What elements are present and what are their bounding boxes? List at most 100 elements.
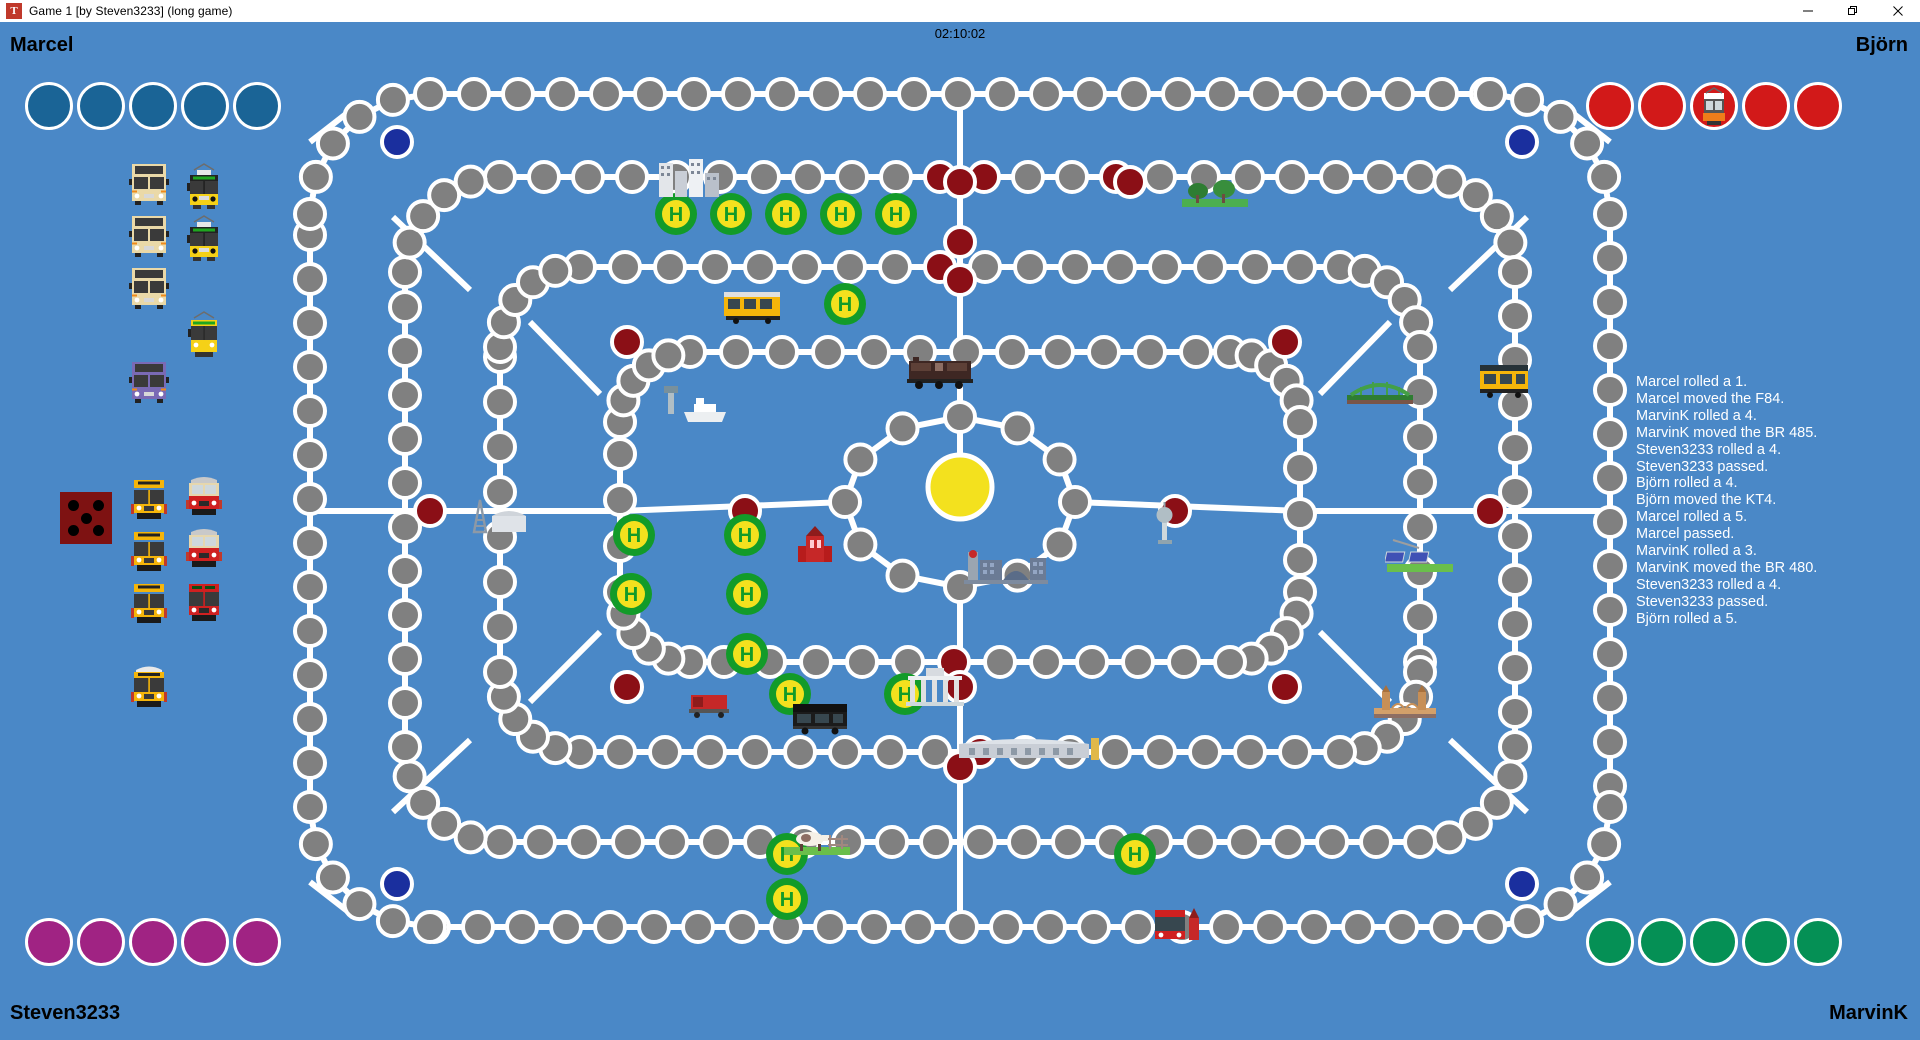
board-junction-node[interactable] (1113, 165, 1147, 199)
board-node[interactable] (918, 735, 952, 769)
board-node[interactable] (1183, 825, 1217, 859)
board-node[interactable] (1593, 329, 1627, 363)
ubahn-gi-yellow[interactable] (128, 578, 170, 626)
player-token[interactable] (1742, 82, 1790, 130)
board-node[interactable] (885, 558, 920, 593)
center-goal-node[interactable] (925, 452, 995, 522)
board-node[interactable] (1121, 910, 1155, 944)
board-node[interactable] (1498, 651, 1532, 685)
board-node[interactable] (392, 225, 427, 260)
board-node[interactable] (483, 385, 517, 419)
board-node[interactable] (593, 910, 627, 944)
board-node[interactable] (1493, 759, 1528, 794)
board-node[interactable] (835, 160, 869, 194)
board-node[interactable] (461, 910, 495, 944)
board-node[interactable] (885, 411, 920, 446)
board-node[interactable] (1148, 250, 1182, 284)
board-node[interactable] (427, 178, 462, 213)
board-node[interactable] (637, 910, 671, 944)
board-node[interactable] (1161, 77, 1195, 111)
board-node[interactable] (698, 250, 732, 284)
board-node[interactable] (941, 77, 975, 111)
board-node[interactable] (453, 820, 488, 855)
board-node[interactable] (549, 910, 583, 944)
ubahn-hk-yellow[interactable] (128, 662, 170, 710)
player-token[interactable] (77, 82, 125, 130)
board-node[interactable] (1403, 825, 1437, 859)
board-node[interactable] (615, 160, 649, 194)
board-node[interactable] (608, 250, 642, 284)
board-node[interactable] (388, 378, 422, 412)
board-node[interactable] (293, 306, 327, 340)
board-node[interactable] (963, 825, 997, 859)
board-node[interactable] (1363, 160, 1397, 194)
board-node[interactable] (1587, 827, 1622, 862)
board-node[interactable] (603, 483, 637, 517)
board-junction-node[interactable] (1473, 494, 1507, 528)
board-node[interactable] (375, 904, 410, 939)
board-node[interactable] (293, 614, 327, 648)
board-node[interactable] (1432, 164, 1467, 199)
board-node[interactable] (1271, 825, 1305, 859)
board-node[interactable] (1103, 250, 1137, 284)
board-node[interactable] (527, 160, 561, 194)
player-token[interactable] (25, 82, 73, 130)
board-node[interactable] (1058, 485, 1092, 519)
board-node[interactable] (1432, 820, 1467, 855)
board-node[interactable] (945, 910, 979, 944)
sbahn-br480-red[interactable] (183, 578, 225, 626)
minimize-button[interactable] (1785, 0, 1830, 22)
board-node[interactable] (1041, 335, 1075, 369)
board-node[interactable] (1593, 593, 1627, 627)
board-node[interactable] (611, 825, 645, 859)
board-node[interactable] (699, 825, 733, 859)
board-node[interactable] (388, 510, 422, 544)
close-button[interactable] (1875, 0, 1920, 22)
player-token[interactable] (181, 918, 229, 966)
sbahn-br475-red[interactable] (183, 474, 225, 522)
board-node[interactable] (1029, 77, 1063, 111)
board-node[interactable] (483, 475, 517, 509)
tram-gt6-yellow[interactable] (183, 310, 225, 362)
board-node[interactable] (828, 735, 862, 769)
board-node[interactable] (1593, 417, 1627, 451)
bus-single-cream[interactable] (128, 266, 170, 312)
board-node[interactable] (1359, 825, 1393, 859)
station-stop-marker[interactable]: H (766, 878, 808, 920)
board-node[interactable] (1593, 549, 1627, 583)
board-node[interactable] (1029, 645, 1063, 679)
board-node[interactable] (721, 77, 755, 111)
board-node[interactable] (293, 526, 327, 560)
board-node[interactable] (1007, 825, 1041, 859)
player-token[interactable] (1794, 82, 1842, 130)
board-node[interactable] (1117, 77, 1151, 111)
board-node[interactable] (1587, 159, 1622, 194)
board-node[interactable] (828, 485, 862, 519)
board-node[interactable] (1051, 825, 1085, 859)
board-node[interactable] (1042, 527, 1077, 562)
board-node[interactable] (388, 466, 422, 500)
board-node[interactable] (681, 910, 715, 944)
board-node[interactable] (843, 442, 878, 477)
player-token[interactable] (77, 918, 125, 966)
board-node[interactable] (453, 164, 488, 199)
board-node[interactable] (1479, 785, 1514, 820)
board-node[interactable] (843, 527, 878, 562)
board-node[interactable] (788, 250, 822, 284)
board-node[interactable] (743, 250, 777, 284)
player-token[interactable] (1638, 82, 1686, 130)
board-node[interactable] (1570, 860, 1605, 895)
board-blue-node[interactable] (1505, 125, 1539, 159)
board-node[interactable] (1188, 735, 1222, 769)
board-node[interactable] (1458, 806, 1493, 841)
station-stop-marker[interactable]: H (655, 193, 697, 235)
board-node[interactable] (989, 910, 1023, 944)
bus-doubledecker-cream-2[interactable] (128, 214, 170, 260)
board-node[interactable] (342, 99, 377, 134)
board-node[interactable] (1385, 910, 1419, 944)
station-stop-marker[interactable]: H (1114, 833, 1156, 875)
station-stop-marker[interactable]: H (769, 673, 811, 715)
board-node[interactable] (943, 570, 977, 604)
board-node[interactable] (765, 335, 799, 369)
station-stop-marker[interactable]: H (726, 633, 768, 675)
